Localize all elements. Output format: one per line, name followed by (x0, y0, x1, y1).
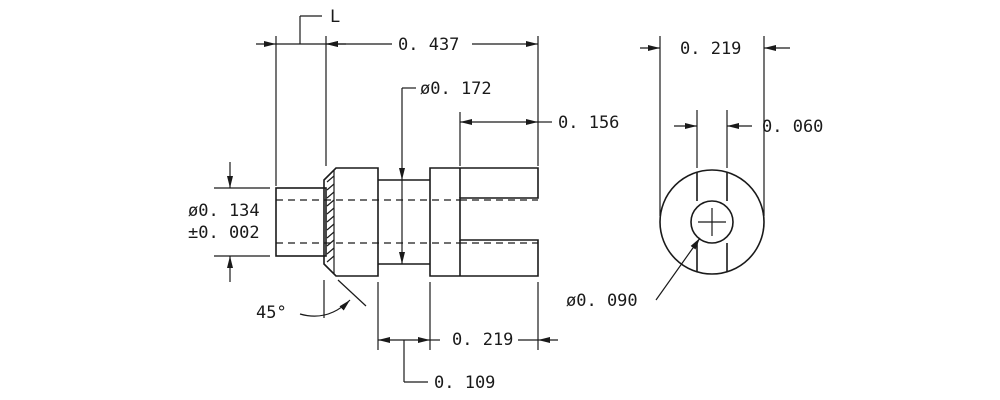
side-view (275, 167, 539, 277)
label-head-length: 0. 219 (452, 330, 513, 350)
label-shank-tolerance: ±0. 002 (188, 223, 260, 243)
knurl-pattern (326, 170, 335, 274)
label-waist-diameter: ø0. 172 (420, 79, 492, 99)
label-bore-diameter: ø0. 090 (566, 291, 638, 311)
label-slot-depth: 0. 156 (558, 113, 619, 133)
knurled-head-outline (323, 167, 379, 277)
label-overall-length: 0. 437 (398, 35, 459, 55)
label-collar-length: 0. 109 (434, 373, 495, 393)
label-end-diameter: 0. 219 (680, 39, 741, 59)
label-slot-width: 0. 060 (762, 117, 823, 137)
end-view-outer-circle (659, 169, 765, 275)
end-view-bore-circle (690, 200, 734, 244)
label-length-l: L (330, 7, 340, 27)
forked-end-outline (429, 167, 539, 277)
dimension-lines (214, 15, 558, 383)
label-chamfer-angle: 45° (256, 303, 287, 323)
end-view (640, 36, 790, 301)
label-shank-diameter: ø0. 134 (188, 201, 260, 221)
shank-outline (275, 187, 327, 257)
